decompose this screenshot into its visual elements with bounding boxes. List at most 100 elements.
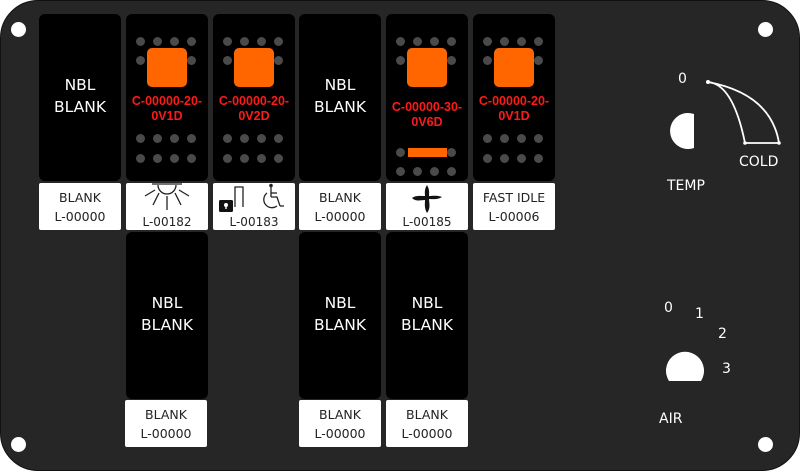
label-code: L-00183 (229, 215, 279, 229)
label-code: L-00000 (314, 209, 366, 224)
switch-face-text: NBL BLANK (299, 74, 381, 118)
part-code: C-00000-20- 0V2D (209, 94, 299, 124)
dot (534, 37, 543, 46)
switch-blank-8[interactable]: NBL BLANK (299, 232, 381, 399)
dot (500, 154, 509, 163)
switch-label-6: FAST IDLE L-00006 (473, 183, 555, 230)
dot (447, 56, 456, 65)
dot (517, 134, 526, 143)
switch-indicator-5[interactable]: C-00000-30- 0V6D (386, 14, 468, 181)
mount-hole-bottom-right (758, 437, 773, 452)
dot (447, 148, 456, 157)
dot (396, 167, 405, 176)
code-line-1: C-00000-20- (478, 94, 550, 108)
switch-indicator-2[interactable]: C-00000-20- 0V1D (126, 14, 208, 181)
label-code: L-00000 (314, 426, 366, 441)
code-line-2: 0V1D (151, 109, 183, 123)
switch-blank-7[interactable]: NBL BLANK (126, 232, 208, 399)
temp-zero-label: 0 (678, 71, 687, 87)
dot (240, 154, 249, 163)
switch-blank-9[interactable]: NBL BLANK (386, 232, 468, 399)
face-line-2: BLANK (314, 98, 366, 116)
dot (170, 134, 179, 143)
switch-label-5: L-00185 (386, 183, 468, 230)
dot (153, 134, 162, 143)
dot (257, 134, 266, 143)
dot (483, 37, 492, 46)
dot (500, 37, 509, 46)
dot (396, 148, 405, 157)
dot (136, 134, 145, 143)
dot (534, 134, 543, 143)
mount-hole-top-right (758, 22, 773, 37)
face-line-1: NBL (64, 76, 96, 94)
dot (447, 37, 456, 46)
dot (187, 56, 196, 65)
dot (240, 134, 249, 143)
temp-label: TEMP (667, 178, 705, 194)
label-code: L-00000 (401, 426, 453, 441)
label-title: FAST IDLE (482, 190, 546, 205)
dot (240, 37, 249, 46)
face-line-2: BLANK (141, 316, 193, 334)
fan-icon (412, 185, 442, 213)
switch-face-text: NBL BLANK (299, 292, 381, 336)
part-code: C-00000-20- 0V1D (469, 94, 559, 124)
face-line-2: BLANK (314, 316, 366, 334)
switch-face-text: NBL BLANK (39, 74, 121, 118)
temp-cold-arc-icon (706, 80, 781, 145)
label-title: BLANK (319, 407, 361, 422)
air-label: AIR (659, 411, 683, 427)
label-title: BLANK (406, 407, 448, 422)
face-line-1: NBL (324, 76, 356, 94)
code-line-1: C-00000-20- (131, 94, 203, 108)
dot (187, 154, 196, 163)
dot (257, 154, 266, 163)
label-title: BLANK (145, 407, 187, 422)
label-code: L-00006 (488, 209, 540, 224)
mount-hole-bottom-left (11, 437, 26, 452)
label-code: L-00182 (142, 215, 192, 229)
air-knob[interactable] (664, 348, 706, 384)
dot (170, 154, 179, 163)
mount-hole-top-left (11, 22, 26, 37)
dot (187, 134, 196, 143)
lift-lock-wheelchair-icon (219, 183, 284, 212)
dot (257, 37, 266, 46)
dot (517, 154, 526, 163)
part-code: C-00000-20- 0V1D (122, 94, 212, 124)
temp-cold-label: COLD (739, 154, 779, 170)
indicator-light (494, 48, 534, 87)
dot (274, 56, 283, 65)
dot (136, 154, 145, 163)
dot (274, 37, 283, 46)
dot (187, 37, 196, 46)
indicator-light (147, 48, 187, 87)
temp-knob[interactable] (663, 111, 699, 151)
dot (223, 134, 232, 143)
switch-indicator-6[interactable]: C-00000-20- 0V1D (473, 14, 555, 181)
dot (430, 37, 439, 46)
label-code: L-00000 (54, 209, 106, 224)
dot (483, 154, 492, 163)
dot (170, 37, 179, 46)
dot (223, 37, 232, 46)
dot (274, 154, 283, 163)
switch-indicator-3[interactable]: C-00000-20- 0V2D (213, 14, 295, 181)
dot (223, 56, 232, 65)
switch-blank-4[interactable]: NBL BLANK (299, 14, 381, 181)
code-line-2: 0V6D (411, 115, 443, 129)
face-line-1: NBL (151, 294, 183, 312)
switch-label-3: L-00183 (213, 183, 295, 230)
code-line-2: 0V1D (498, 109, 530, 123)
dot (136, 56, 145, 65)
face-line-1: NBL (324, 294, 356, 312)
code-line-1: C-00000-30- (391, 100, 463, 114)
dot (153, 37, 162, 46)
label-code: L-00000 (140, 426, 192, 441)
dot (447, 167, 456, 176)
dot (274, 134, 283, 143)
air-position-3: 3 (722, 361, 731, 377)
switch-blank-1[interactable]: NBL BLANK (39, 14, 121, 181)
switch-face-text: NBL BLANK (386, 292, 468, 336)
